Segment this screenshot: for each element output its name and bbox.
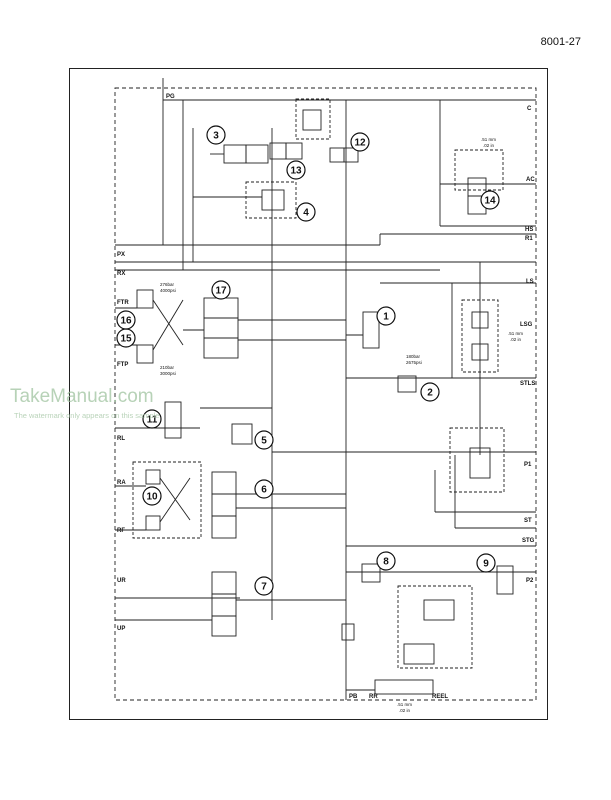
- callout-number-14: 14: [484, 196, 496, 207]
- port-pg: PG: [166, 94, 175, 100]
- relief-2-psi: 2675psi: [406, 360, 422, 365]
- orifice-mid-in: .02 in: [510, 337, 522, 342]
- callout-circle-6: [254, 479, 274, 499]
- port-ftr: FTR: [117, 300, 129, 306]
- callout-number-5: 5: [261, 436, 267, 447]
- callout-number-6: 6: [261, 485, 267, 496]
- orifice-top-in: .02 in: [483, 143, 495, 148]
- manifold-boundary: [114, 87, 537, 701]
- port-p1: P1: [524, 462, 532, 468]
- callout-circle-8: [376, 551, 396, 571]
- callout-circle-7: [254, 576, 274, 596]
- port-c: C: [527, 106, 532, 112]
- port-rr: RR: [369, 694, 378, 700]
- orifice-bot-mm: .51 mm: [397, 702, 412, 707]
- callout-number-17: 17: [215, 286, 227, 297]
- callout-number-13: 13: [290, 166, 302, 177]
- port-px: PX: [117, 252, 125, 258]
- port-reel: REEL: [432, 694, 448, 700]
- relief-ftp-bar: 210bar: [160, 365, 175, 370]
- callout-number-9: 9: [483, 559, 489, 570]
- watermark-brand: TakeManual.com: [10, 386, 154, 407]
- callout-circle-4: [296, 202, 316, 222]
- callout-circle-10: [142, 486, 162, 506]
- port-ur: UR: [117, 578, 126, 584]
- diagram-frame: [69, 68, 548, 720]
- callout-circle-9: [476, 553, 496, 573]
- callout-circle-1: [376, 306, 396, 326]
- callout-circle-3: [206, 125, 226, 145]
- callout-number-2: 2: [427, 388, 433, 399]
- port-rl: RL: [117, 436, 125, 442]
- callout-number-15: 15: [120, 334, 132, 345]
- relief-2-bar: 180bar: [406, 354, 421, 359]
- callout-number-3: 3: [213, 131, 219, 142]
- port-st: ST: [524, 518, 532, 524]
- orifice-bot-in: .02 in: [399, 708, 411, 713]
- port-lsg: LSG: [520, 322, 533, 328]
- orifice-top-mm: .51 mm: [481, 137, 496, 142]
- callout-circle-11: [142, 409, 162, 429]
- callout-circle-2: [420, 382, 440, 402]
- callout-number-11: 11: [147, 415, 158, 426]
- port-rx: RX: [117, 271, 125, 277]
- watermark-note: The watermark only appears on this sampl…: [14, 411, 160, 420]
- port-pb: PB: [349, 694, 358, 700]
- callout-number-8: 8: [383, 557, 389, 568]
- callout-circle-17: [211, 280, 231, 300]
- port-hs: HS: [525, 227, 533, 233]
- port-stg: STG: [522, 538, 535, 544]
- port-ac: AC: [526, 177, 535, 183]
- port-p2: P2: [526, 578, 534, 584]
- port-ra: RA: [117, 480, 126, 486]
- callout-number-10: 10: [146, 492, 158, 503]
- page-number: 8001-27: [540, 36, 581, 48]
- relief-ftr-psi: 4000psi: [160, 288, 176, 293]
- port-stls: STLS: [520, 381, 535, 387]
- callout-circle-12: [350, 132, 370, 152]
- port-rf: RF: [117, 528, 125, 534]
- port-r1: R1: [525, 236, 533, 242]
- callout-circle-16: [116, 310, 136, 330]
- port-ftp: FTP: [117, 362, 128, 368]
- callout-number-7: 7: [261, 582, 267, 593]
- callout-circle-5: [254, 430, 274, 450]
- callout-number-1: 1: [383, 312, 389, 323]
- callout-number-12: 12: [354, 138, 366, 149]
- port-up: UP: [117, 626, 125, 632]
- callout-number-4: 4: [303, 208, 309, 219]
- callout-circle-14: [480, 190, 500, 210]
- port-ls: LS: [526, 279, 534, 285]
- callout-circle-13: [286, 160, 306, 180]
- relief-ftr-bar: 276bar: [160, 282, 175, 287]
- relief-ftp-psi: 3000psi: [160, 371, 176, 376]
- callout-number-16: 16: [120, 316, 132, 327]
- orifice-mid-mm: .51 mm: [508, 331, 523, 336]
